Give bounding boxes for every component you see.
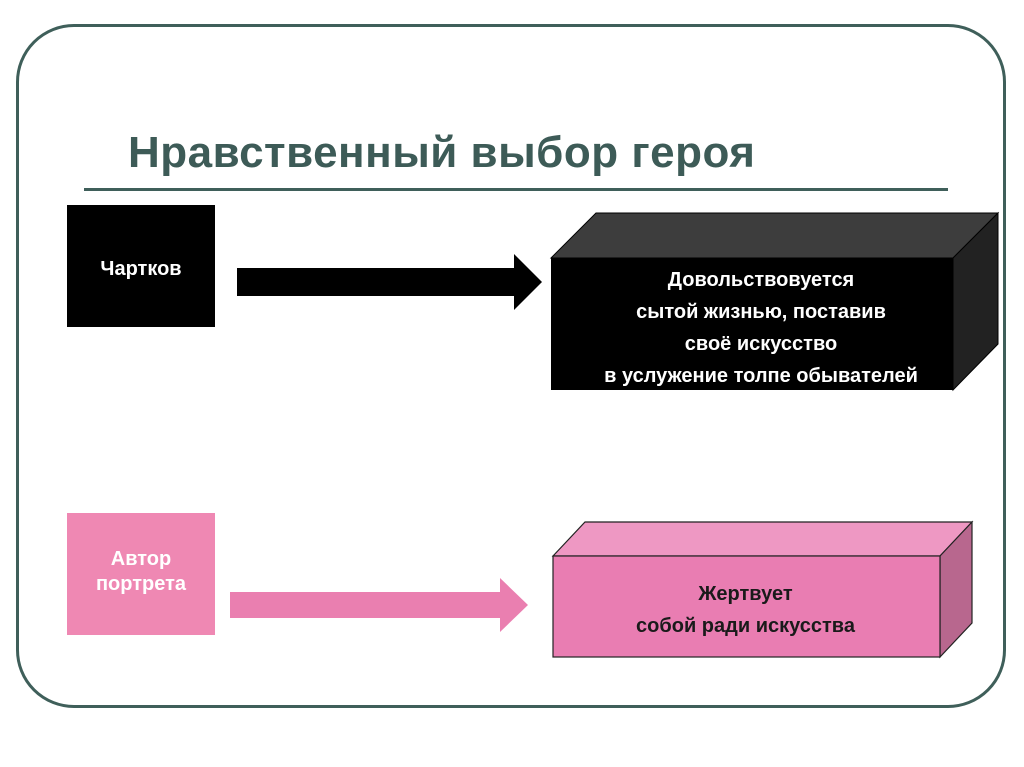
label-author: Автор портрета [67,513,215,635]
box-chartkov-top [549,212,1000,259]
box-chartkov-front [551,258,953,390]
label-chartkov: Чартков [67,205,215,327]
slide-title: Нравственный выбор героя [128,128,756,177]
slide-frame [16,24,1006,708]
result-chartkov: Довольствовуется сытой жизнью, поставив … [551,264,971,392]
label-chartkov-text: Чартков [100,258,182,280]
result-author-line-2: собой ради искусства [636,615,855,637]
arrow-chartkov [237,254,542,310]
label-author-line-1: Автор [110,548,172,570]
result-chartkov-line-2: сытой жизнью, поставив [636,301,886,323]
label-author-line-2: портрета [95,573,187,595]
result-author-line-1: Жертвует [698,583,793,605]
result-chartkov-line-1: Довольствовуется [667,269,855,291]
box-author-top [551,521,974,557]
result-chartkov-line-4: в услужение толпе обывателей [604,365,918,387]
title-underline [84,188,948,191]
result-chartkov-line-3: своё искусство [684,333,838,355]
arrow-author [230,578,528,632]
box-author-front [552,555,941,658]
result-author: Жертвует собой ради искусства [553,578,938,642]
